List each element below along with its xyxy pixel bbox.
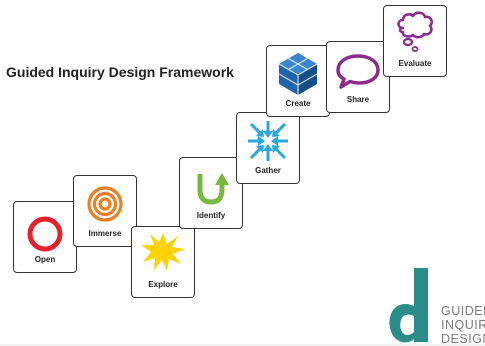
stage-card-open: Open [13,201,77,273]
stage-label-identify: Identify [196,211,226,220]
stage-label-create: Create [285,99,311,108]
stage-label-gather: Gather [255,166,281,175]
u-turn-arrow-icon [197,173,229,205]
stage-label-share: Share [346,95,370,104]
concentric-circles-icon [87,186,123,222]
hexagon-cube-icon [278,53,318,95]
starburst-icon [141,233,185,271]
stage-card-immerse: Immerse [73,175,137,247]
stage-label-open: Open [34,255,56,264]
red-ring-icon [27,216,63,252]
logo-word-design: DESIGN [441,332,485,346]
thought-bubble-icon [397,11,434,52]
stage-card-share: Share [326,41,390,113]
stage-card-create: Create [266,45,330,117]
stage-card-gather: Gather [236,112,300,184]
stage-label-immerse: Immerse [88,229,122,238]
diagram-title: Guided Inquiry Design Framework [6,64,234,80]
logo-word-inquiry: INQUIRY [441,318,485,332]
guided-inquiry-design-logo-icon [389,268,428,343]
stage-card-identify: Identify [179,157,243,229]
logo-word-guided: GUIDED [441,304,485,318]
stage-card-explore: Explore [131,226,195,298]
stage-label-evaluate: Evaluate [398,59,432,68]
stage-card-evaluate: Evaluate [383,5,447,77]
converging-arrows-icon [248,121,288,161]
stage-label-explore: Explore [148,280,178,289]
speech-bubble-icon [336,54,380,89]
bottom-divider [0,344,485,346]
